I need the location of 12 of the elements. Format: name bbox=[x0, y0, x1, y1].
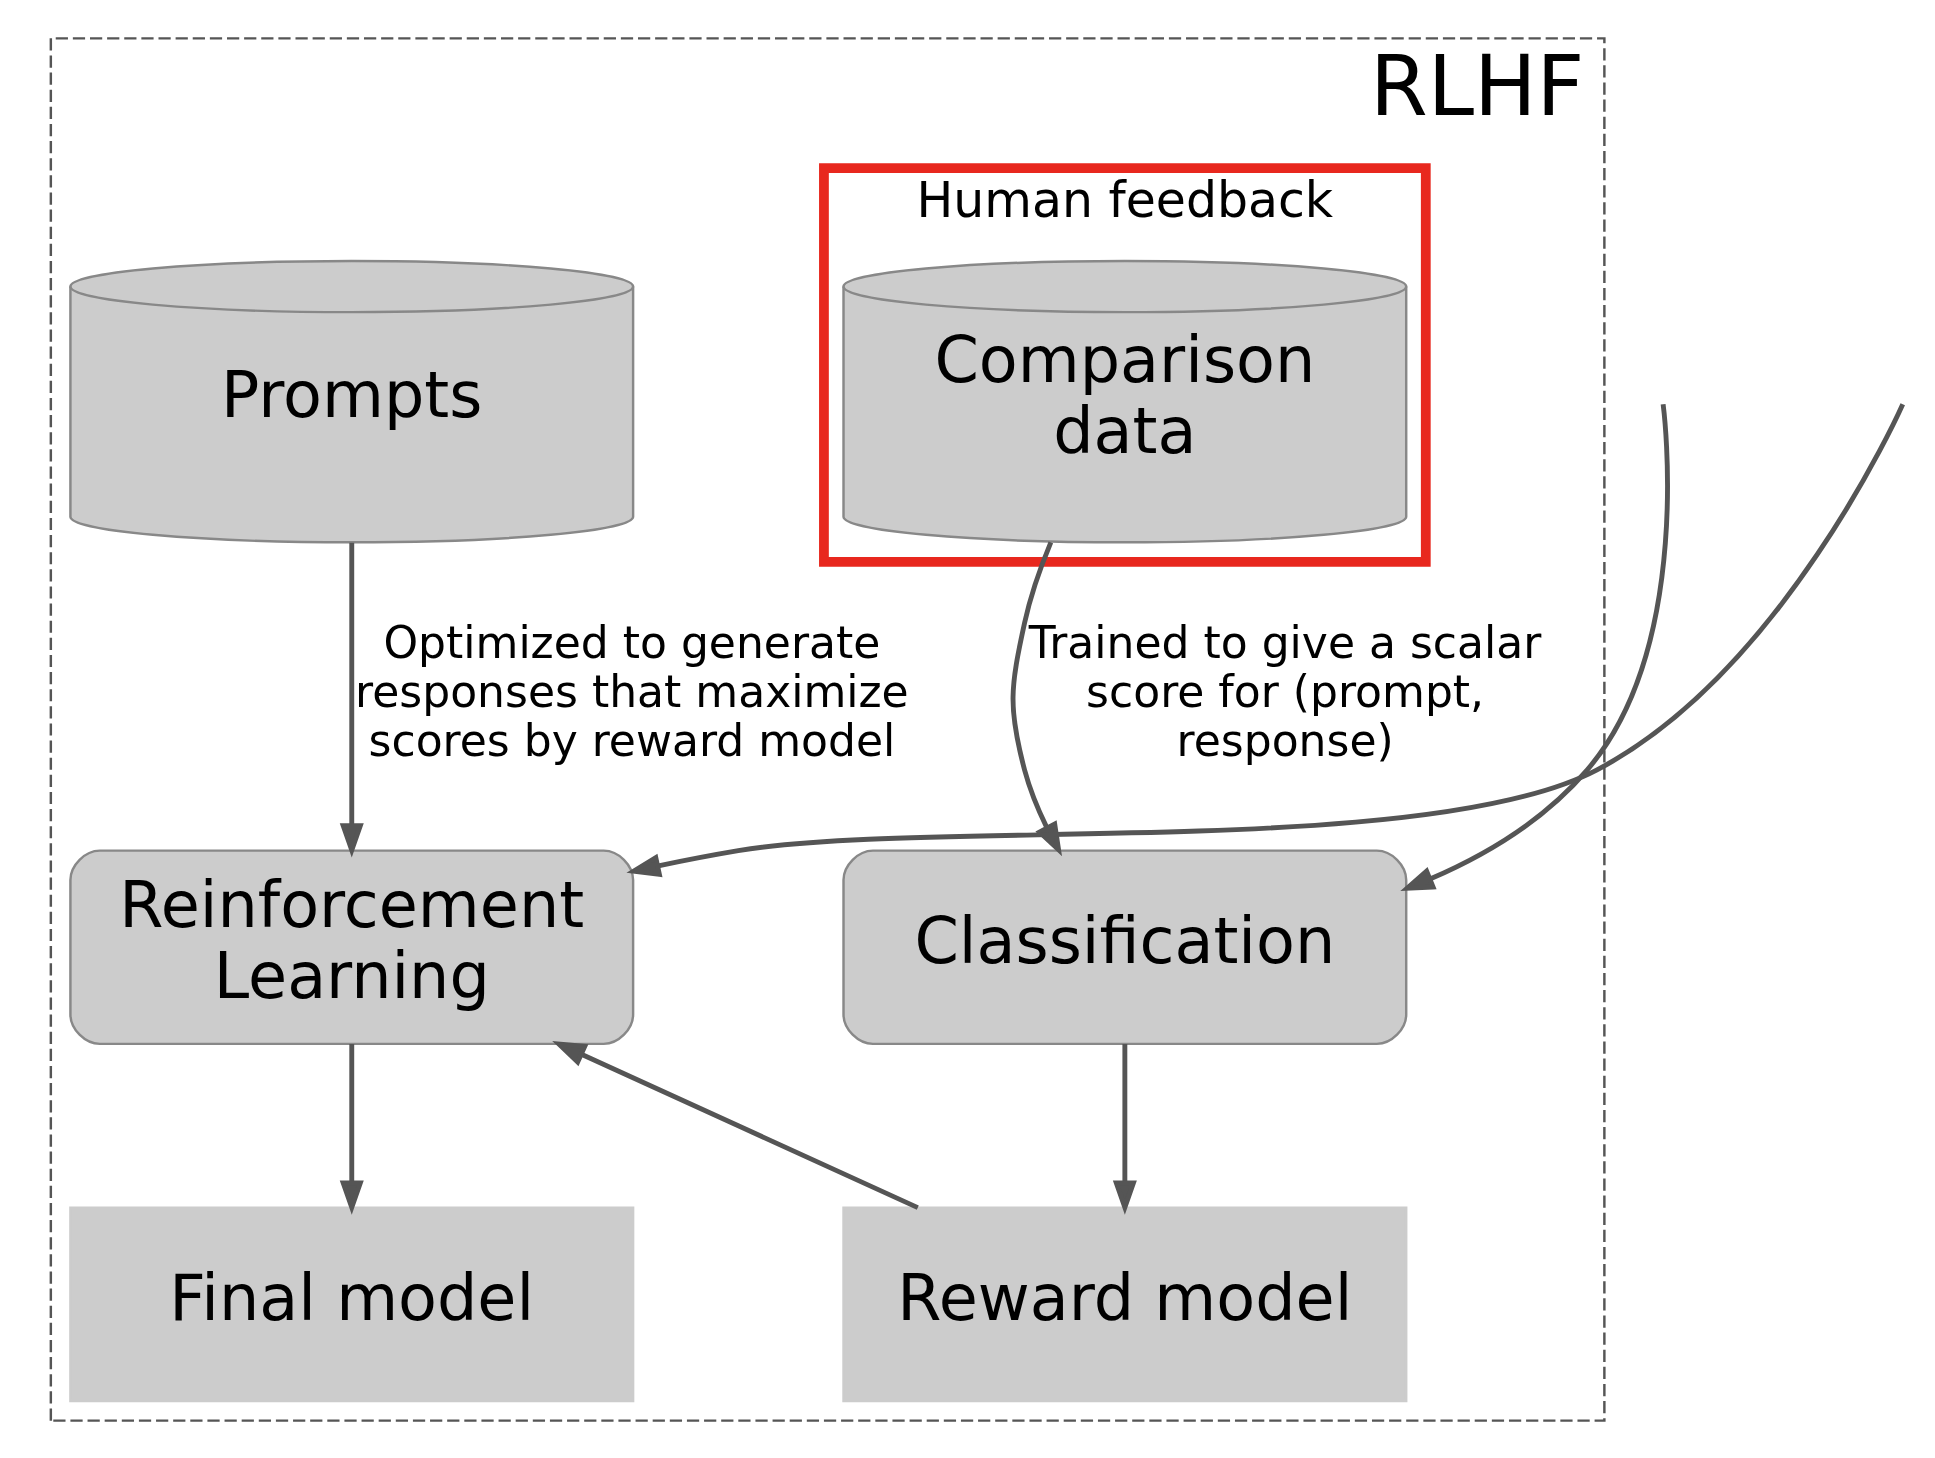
arrow bbox=[1400, 403, 1670, 891]
arrow bbox=[1112, 1043, 1137, 1215]
arrow bbox=[339, 1043, 364, 1215]
node-box: Final model bbox=[69, 1206, 635, 1402]
node-box: Classification bbox=[842, 848, 1408, 1045]
node-box: Reward model bbox=[842, 1206, 1408, 1402]
node-box: Reinforcement Learning bbox=[69, 848, 635, 1045]
edge-label: Trained to give a scalar score for (prompt, response) bbox=[1028, 616, 1542, 766]
arrow bbox=[552, 1040, 919, 1210]
edge-label: Optimized to generate responses that maximize scores by reward model bbox=[355, 616, 909, 766]
arrow bbox=[626, 402, 1905, 877]
arrow bbox=[339, 542, 364, 857]
